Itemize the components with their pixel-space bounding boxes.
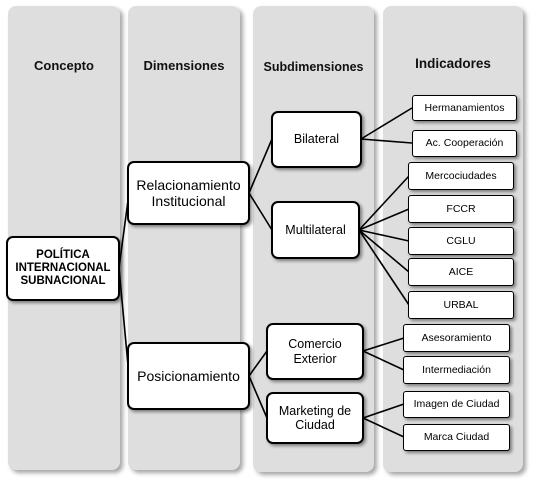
indicator-imagen: Imagen de Ciudad	[403, 391, 510, 418]
subdimension-comercio-label: Comercio Exterior	[288, 337, 342, 366]
column-header-indicadores: Indicadores	[415, 56, 491, 71]
indicator-hermanamientos: Hermanamientos	[412, 95, 517, 121]
indicator-hermanamientos-label: Hermanamientos	[424, 101, 505, 114]
subdimension-marketing-label: Marketing de Ciudad	[278, 403, 352, 432]
indicator-mercociudades: Mercociudades	[408, 162, 514, 190]
indicator-cooperacion-label: Ac. Cooperación	[425, 137, 504, 150]
indicator-asesoramiento: Asesoramiento	[403, 324, 510, 352]
indicator-imagen-label: Imagen de Ciudad	[413, 398, 500, 411]
indicator-urbal-label: URBAL	[443, 298, 479, 311]
subdimension-bilateral-label: Bilateral	[293, 132, 340, 147]
concept-label: POLÍTICA INTERNACIONAL SUBNACIONAL	[15, 248, 111, 288]
column-header-subdimensiones: Subdimensiones	[263, 60, 364, 74]
indicator-asesoramiento-label: Asesoramiento	[421, 331, 492, 344]
indicator-cglu: CGLU	[408, 227, 514, 255]
concept-node: POLÍTICA INTERNACIONAL SUBNACIONAL	[6, 236, 120, 301]
indicator-intermediacion-label: Intermediación	[422, 363, 491, 376]
column-header-concepto: Concepto	[34, 58, 94, 73]
subdimension-comercio: Comercio Exterior	[266, 323, 364, 380]
subdimension-bilateral: Bilateral	[271, 111, 362, 168]
indicator-intermediacion: Intermediación	[403, 356, 510, 384]
dimension-relacionamiento: Relacionamiento Institucional	[127, 161, 250, 225]
dimension-relacionamiento-label: Relacionamiento Institucional	[136, 176, 241, 209]
dimension-posicionamiento-label: Posicionamiento	[137, 367, 240, 384]
column-header-dimensiones: Dimensiones	[143, 58, 225, 73]
subdimension-marketing: Marketing de Ciudad	[266, 392, 364, 444]
subdimension-multilateral-label: Multilateral	[285, 222, 346, 237]
indicator-aice: AICE	[408, 258, 514, 286]
indicator-fccr-label: FCCR	[446, 202, 476, 215]
indicator-mercociudades-label: Mercociudades	[425, 169, 497, 182]
dimension-posicionamiento: Posicionamiento	[127, 342, 250, 410]
indicator-cooperacion: Ac. Cooperación	[412, 130, 517, 157]
indicator-fccr: FCCR	[408, 195, 514, 223]
indicator-urbal: URBAL	[408, 291, 514, 319]
indicator-cglu-label: CGLU	[446, 234, 476, 247]
subdimension-multilateral: Multilateral	[271, 201, 360, 259]
indicator-marca: Marca Ciudad	[403, 424, 510, 451]
indicator-marca-label: Marca Ciudad	[423, 431, 490, 444]
indicator-aice-label: AICE	[448, 265, 474, 278]
